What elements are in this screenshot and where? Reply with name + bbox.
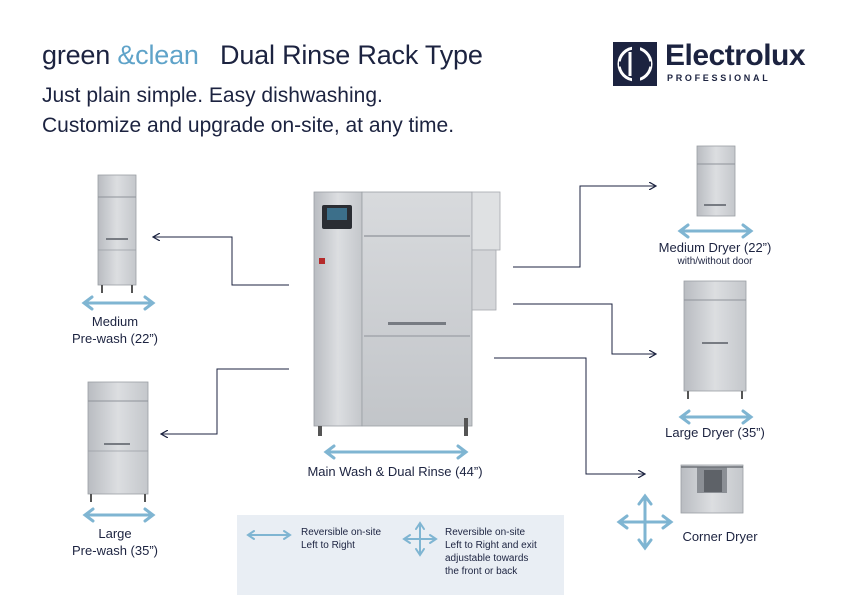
connector-lines <box>154 186 655 474</box>
double-arrow-horizontal-icon <box>81 295 156 311</box>
brand-name: Electrolux <box>665 39 806 72</box>
double-arrow-horizontal-icon <box>82 507 156 523</box>
corner-dryer-unit <box>680 464 744 514</box>
main-wash-unit <box>313 191 501 436</box>
title-green: green <box>42 40 111 70</box>
medium-dryer-unit <box>696 145 736 217</box>
main-wash-label: Main Wash & Dual Rinse (44”) <box>307 464 483 479</box>
medium-prewash-unit <box>97 174 137 293</box>
subtitle-line-1: Just plain simple. Easy dishwashing. <box>42 84 383 107</box>
four-way-arrow-icon <box>402 521 438 557</box>
brand-tagline: PROFESSIONAL <box>667 73 771 83</box>
legend-reversible-lr: Reversible on-site Left to Right <box>301 527 382 551</box>
subtitle-line-2: Customize and upgrade on-site, at any ti… <box>42 114 455 137</box>
double-arrow-horizontal-icon <box>677 223 754 239</box>
corner-dryer-label: Corner Dryer <box>682 529 758 544</box>
double-arrow-horizontal-icon <box>678 409 754 425</box>
electrolux-logo-icon <box>613 42 657 86</box>
large-prewash-unit <box>87 381 149 502</box>
large-dryer-unit <box>683 280 747 399</box>
legend-reversible-exit: Reversible on-site Left to Right and exi… <box>445 527 537 577</box>
double-arrow-horizontal-icon <box>246 530 292 540</box>
double-arrow-horizontal-icon <box>323 444 469 460</box>
four-way-arrow-icon <box>616 493 674 551</box>
large-dryer-label: Large Dryer (35”) <box>665 425 765 440</box>
medium-dryer-note: with/without door <box>677 256 753 267</box>
page-title: green &clean Dual Rinse Rack Type <box>42 40 483 71</box>
legend-box: Reversible on-site Left to Right Reversi… <box>237 515 564 595</box>
electrolux-logo: Electrolux PROFESSIONAL <box>613 39 806 86</box>
title-product: Dual Rinse Rack Type <box>220 40 483 70</box>
medium-prewash-label: Medium Pre-wash (22”) <box>72 314 158 346</box>
title-clean: &clean <box>117 40 199 70</box>
large-prewash-label: Large Pre-wash (35”) <box>72 526 158 558</box>
medium-dryer-label: Medium Dryer (22”) <box>658 240 772 255</box>
